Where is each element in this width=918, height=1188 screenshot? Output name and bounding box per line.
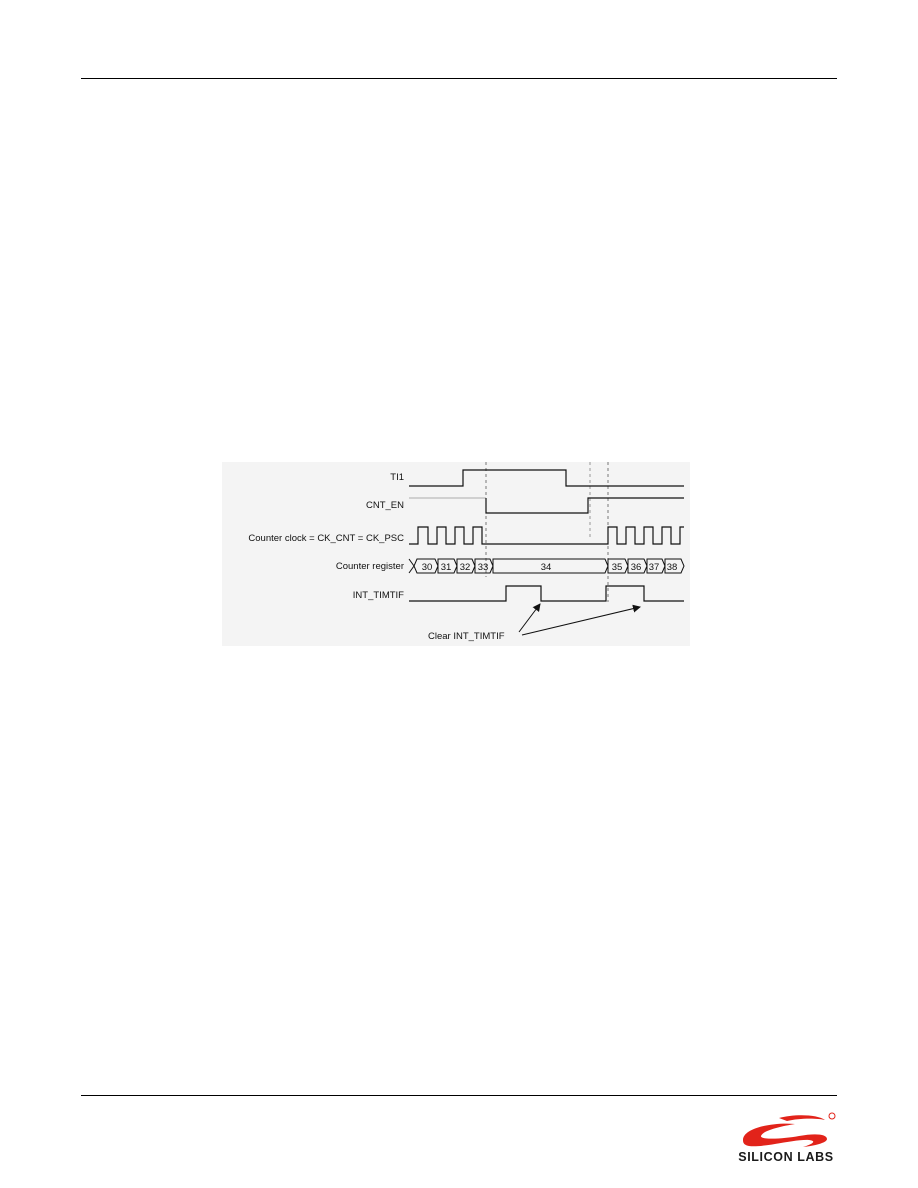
counter-value: 33	[478, 562, 489, 573]
counter-value: 37	[649, 562, 660, 573]
waveform-counter-clock	[409, 526, 684, 545]
timing-diagram: TI1 CNT_EN Counter clock = CK_CNT = CK_P…	[222, 462, 690, 646]
counter-value: 35	[612, 562, 623, 573]
waveform-int-timtif	[409, 585, 684, 602]
clear-int-timtif-label: Clear INT_TIMTIF	[428, 631, 505, 642]
label-cnt-en: CNT_EN	[366, 500, 404, 511]
label-ti1: TI1	[390, 472, 404, 483]
counter-value: 34	[541, 562, 552, 573]
counter-register-bus	[408, 558, 685, 574]
arrow-clear-1	[518, 603, 541, 633]
logo-text: SILICON LABS	[738, 1150, 834, 1164]
counter-value: 36	[631, 562, 642, 573]
footer-rule	[81, 1095, 837, 1096]
counter-value: 31	[441, 562, 452, 573]
label-counter-clock: Counter clock = CK_CNT = CK_PSC	[248, 533, 404, 544]
label-int-timtif: INT_TIMTIF	[353, 590, 404, 601]
arrow-clear-2	[521, 604, 641, 636]
counter-value: 38	[667, 562, 678, 573]
counter-value: 32	[460, 562, 471, 573]
waveform-cnt-en	[485, 497, 684, 514]
counter-value: 30	[422, 562, 433, 573]
header-rule	[81, 78, 837, 79]
silicon-labs-logo-icon	[743, 1112, 836, 1147]
waveform-ti1	[409, 469, 684, 487]
label-counter-register: Counter register	[336, 561, 404, 572]
timing-diagram-svg: TI1 CNT_EN Counter clock = CK_CNT = CK_P…	[248, 462, 685, 642]
